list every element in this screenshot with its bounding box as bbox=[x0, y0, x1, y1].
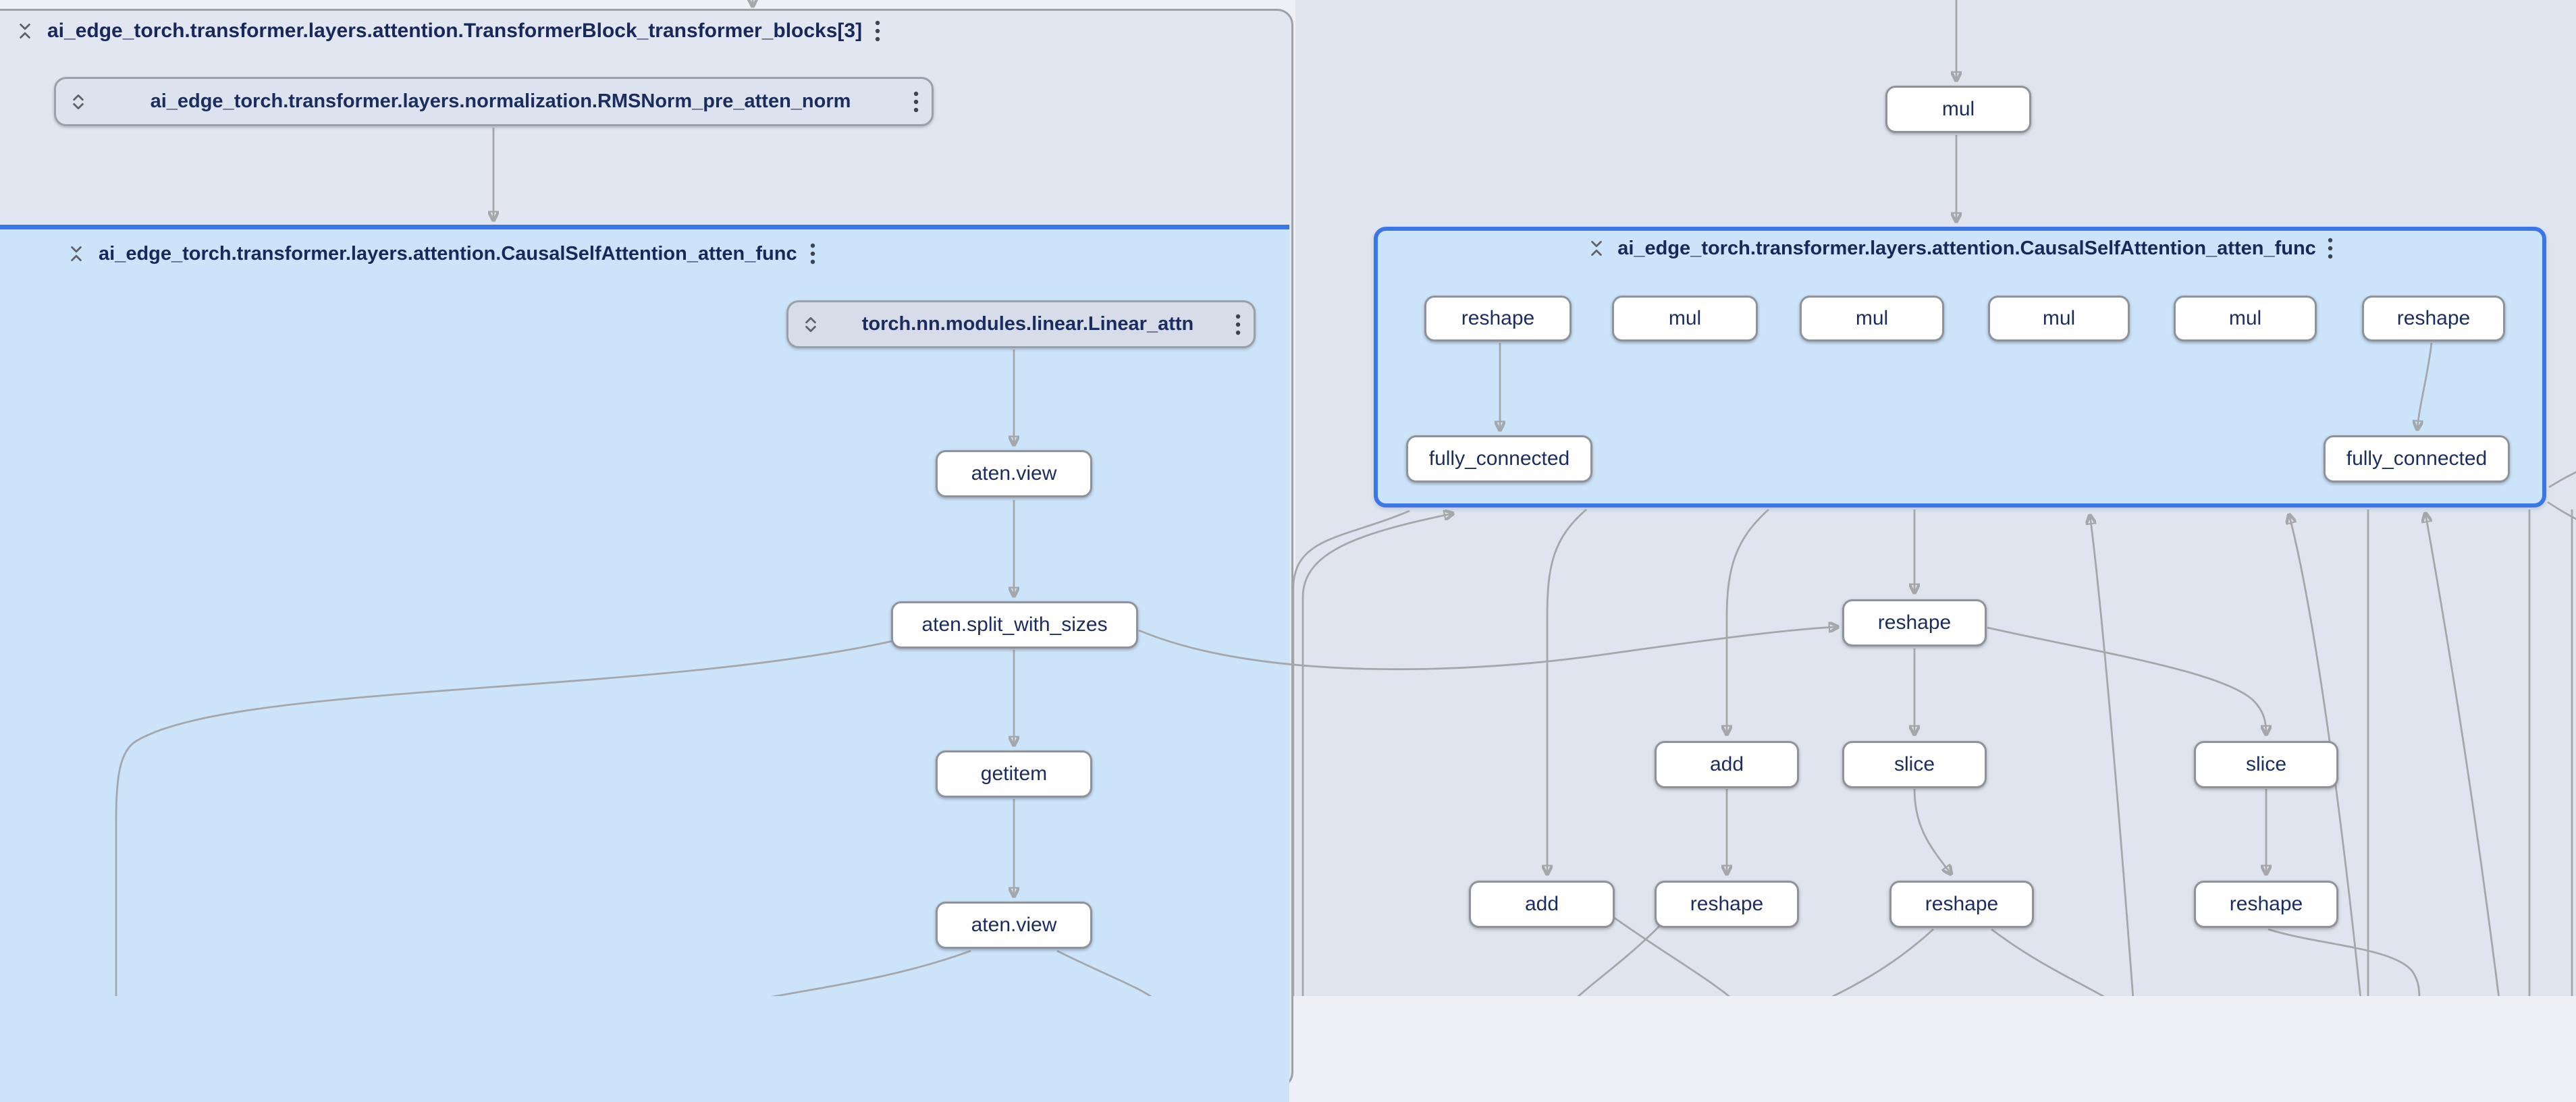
edge-path bbox=[2548, 471, 2576, 489]
edge-path bbox=[2417, 342, 2433, 429]
op-node-mul-top[interactable]: mul bbox=[1885, 86, 2031, 133]
group-node-rmsnorm[interactable]: ai_edge_torch.transformer.layers.normali… bbox=[54, 77, 934, 126]
op-node-getitem[interactable]: getitem bbox=[936, 750, 1092, 798]
edge-path bbox=[1727, 508, 1769, 734]
edge-path bbox=[2090, 516, 2135, 996]
op-node-aten-view-2[interactable]: aten.view bbox=[936, 902, 1092, 949]
op-node-reshape-b2[interactable]: reshape bbox=[1655, 881, 1799, 928]
edge-path bbox=[1991, 928, 2105, 996]
op-node-fully-connected-2[interactable]: fully_connected bbox=[2324, 435, 2510, 483]
unfold-less-icon[interactable] bbox=[15, 21, 35, 41]
edge-path bbox=[1056, 949, 1152, 996]
op-node-reshape-r1[interactable]: reshape bbox=[1424, 296, 1572, 341]
edge-path bbox=[1606, 911, 1731, 996]
op-node-add-b1[interactable]: add bbox=[1655, 741, 1799, 788]
op-node-mul-r1c[interactable]: mul bbox=[1988, 296, 2130, 341]
edge-path bbox=[1577, 917, 1669, 996]
kebab-menu-icon[interactable] bbox=[874, 19, 881, 43]
unfold-more-icon[interactable] bbox=[68, 92, 88, 112]
op-node-reshape-b1[interactable]: reshape bbox=[1842, 599, 1987, 646]
edge-path bbox=[1913, 788, 1951, 874]
edge-path bbox=[1987, 626, 2266, 734]
kebab-menu-icon[interactable] bbox=[2327, 236, 2334, 260]
op-node-fully-connected-1[interactable]: fully_connected bbox=[1406, 435, 1592, 483]
op-node-aten-split-with-sizes[interactable]: aten.split_with_sizes bbox=[891, 601, 1138, 649]
op-node-aten-view-1[interactable]: aten.view bbox=[936, 450, 1092, 497]
op-node-mul-r1b[interactable]: mul bbox=[1800, 296, 1944, 341]
attention-left-header[interactable]: ai_edge_torch.transformer.layers.attenti… bbox=[66, 239, 816, 269]
edge-path bbox=[2289, 515, 2361, 996]
kebab-menu-icon[interactable] bbox=[1235, 312, 1241, 337]
transformer-block-title: ai_edge_torch.transformer.layers.attenti… bbox=[47, 20, 863, 42]
edge-path bbox=[1302, 514, 1453, 996]
edge-path bbox=[2547, 501, 2576, 520]
op-node-mul-r1a[interactable]: mul bbox=[1612, 296, 1758, 341]
linear-attn-label: torch.nn.modules.linear.Linear_attn bbox=[861, 313, 1194, 335]
edge-path bbox=[1547, 508, 1587, 874]
edge-path bbox=[115, 640, 893, 996]
attention-right-title: ai_edge_torch.transformer.layers.attenti… bbox=[1617, 237, 2316, 259]
unfold-more-icon[interactable] bbox=[801, 314, 821, 335]
op-node-reshape-b3[interactable]: reshape bbox=[1889, 881, 2034, 928]
op-node-reshape-r1b[interactable]: reshape bbox=[2362, 296, 2505, 341]
attention-left-title: ai_edge_torch.transformer.layers.attenti… bbox=[99, 242, 797, 265]
edge-path bbox=[770, 949, 971, 996]
op-node-reshape-b4[interactable]: reshape bbox=[2194, 881, 2338, 928]
edge-path bbox=[2268, 928, 2421, 996]
attention-right-header[interactable]: ai_edge_torch.transformer.layers.attenti… bbox=[1374, 233, 2546, 263]
edge-path bbox=[1138, 627, 1837, 671]
rmsnorm-label: ai_edge_torch.transformer.layers.normali… bbox=[150, 90, 851, 112]
edge-path bbox=[2425, 514, 2500, 996]
unfold-less-icon[interactable] bbox=[66, 244, 86, 264]
kebab-menu-icon[interactable] bbox=[809, 242, 816, 266]
op-node-add-b2[interactable]: add bbox=[1469, 881, 1615, 928]
edge-path bbox=[1831, 928, 1934, 996]
op-node-mul-r1d[interactable]: mul bbox=[2174, 296, 2317, 341]
group-node-linear-attn[interactable]: torch.nn.modules.linear.Linear_attn bbox=[786, 300, 1256, 348]
edge-layer bbox=[115, 0, 2576, 996]
group-attention-left-panel[interactable] bbox=[0, 225, 1289, 1102]
edge-path bbox=[1292, 509, 1410, 996]
kebab-menu-icon[interactable] bbox=[913, 90, 919, 114]
unfold-less-icon[interactable] bbox=[1586, 238, 1607, 258]
op-node-slice-b2[interactable]: slice bbox=[2194, 741, 2338, 788]
op-node-slice-b1[interactable]: slice bbox=[1842, 741, 1987, 788]
transformer-block-header[interactable]: ai_edge_torch.transformer.layers.attenti… bbox=[15, 16, 881, 46]
